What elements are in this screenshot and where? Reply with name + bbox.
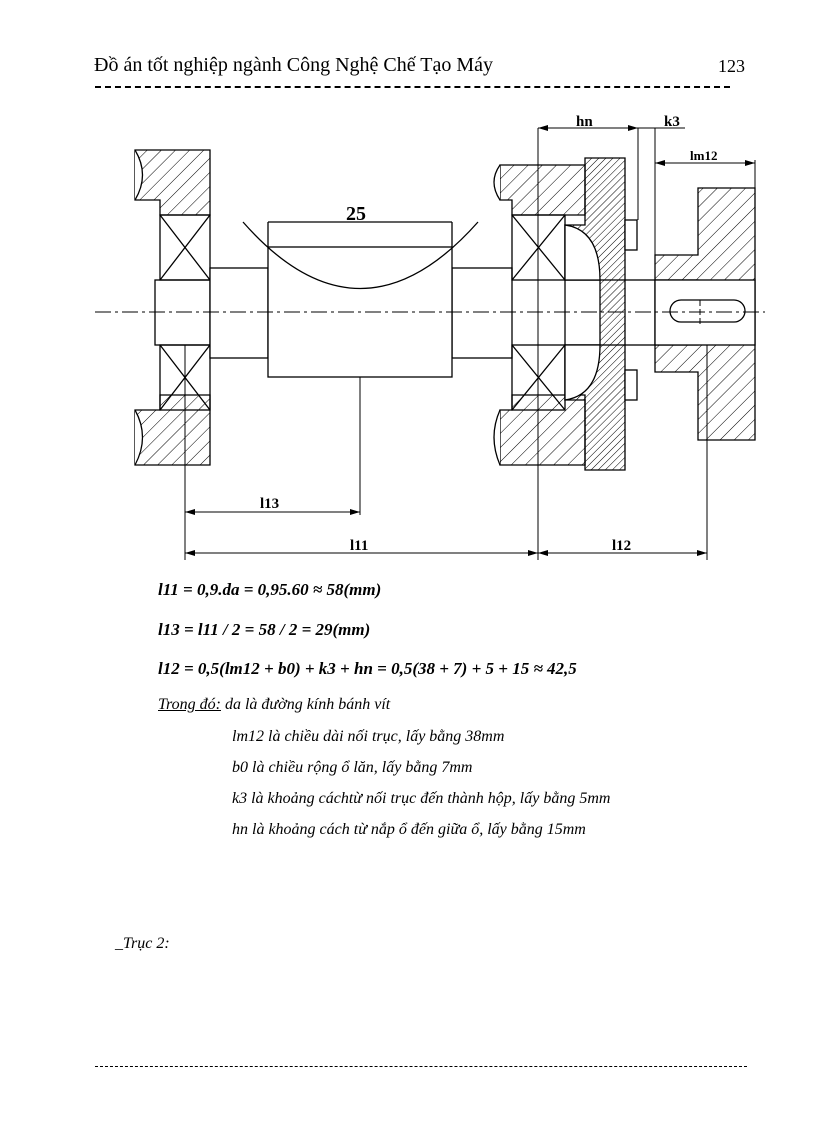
note-b0: b0 là chiều rộng ổ lăn, lấy bằng 7mm <box>232 759 473 776</box>
note-intro: Trong đó: <box>158 696 221 713</box>
note-hn: hn là khoảng cách từ nắp ổ đến giữa ổ, l… <box>232 821 586 838</box>
note-k3: k3 là khoảng cáchtừ nối trục đến thành h… <box>232 790 611 807</box>
dim-25-label: 25 <box>346 203 366 225</box>
dim-lm12-label: lm12 <box>690 148 717 163</box>
note-da-text: da là đường kính bánh vít <box>224 696 391 713</box>
page-header-title: Đồ án tốt nghiệp ngành Công Nghệ Chế Tạo… <box>94 54 494 76</box>
formula-l13: l13 = l11 / 2 = 58 / 2 = 29(mm) <box>158 620 371 639</box>
page-number: 123 <box>718 56 745 76</box>
dim-l12-label: l12 <box>612 538 631 554</box>
coupling <box>654 187 756 441</box>
shaft-drawing: 25 hn k3 lm12 l13 l11 l12 <box>95 114 765 560</box>
formula-l11: l11 = 0,9.da = 0,95.60 ≈ 58(mm) <box>158 580 382 599</box>
dim-hn-label: hn <box>576 114 593 130</box>
note-da: Trong đó: da là đường kính bánh vít <box>158 696 390 714</box>
section-heading-truc-2: _Trục 2: <box>115 935 170 952</box>
left-housing <box>134 149 211 466</box>
dim-k3-label: k3 <box>664 114 680 130</box>
note-lm12: lm12 là chiều dài nối trục, lấy bằng 38m… <box>232 728 505 745</box>
bearing-cap <box>564 157 638 471</box>
header-divider <box>95 86 730 88</box>
dim-l13-label: l13 <box>260 496 279 512</box>
footer-divider <box>95 1066 747 1067</box>
dim-l11-label: l11 <box>350 538 368 554</box>
formula-l12: l12 = 0,5(lm12 + b0) + k3 + hn = 0,5(38 … <box>158 659 577 678</box>
